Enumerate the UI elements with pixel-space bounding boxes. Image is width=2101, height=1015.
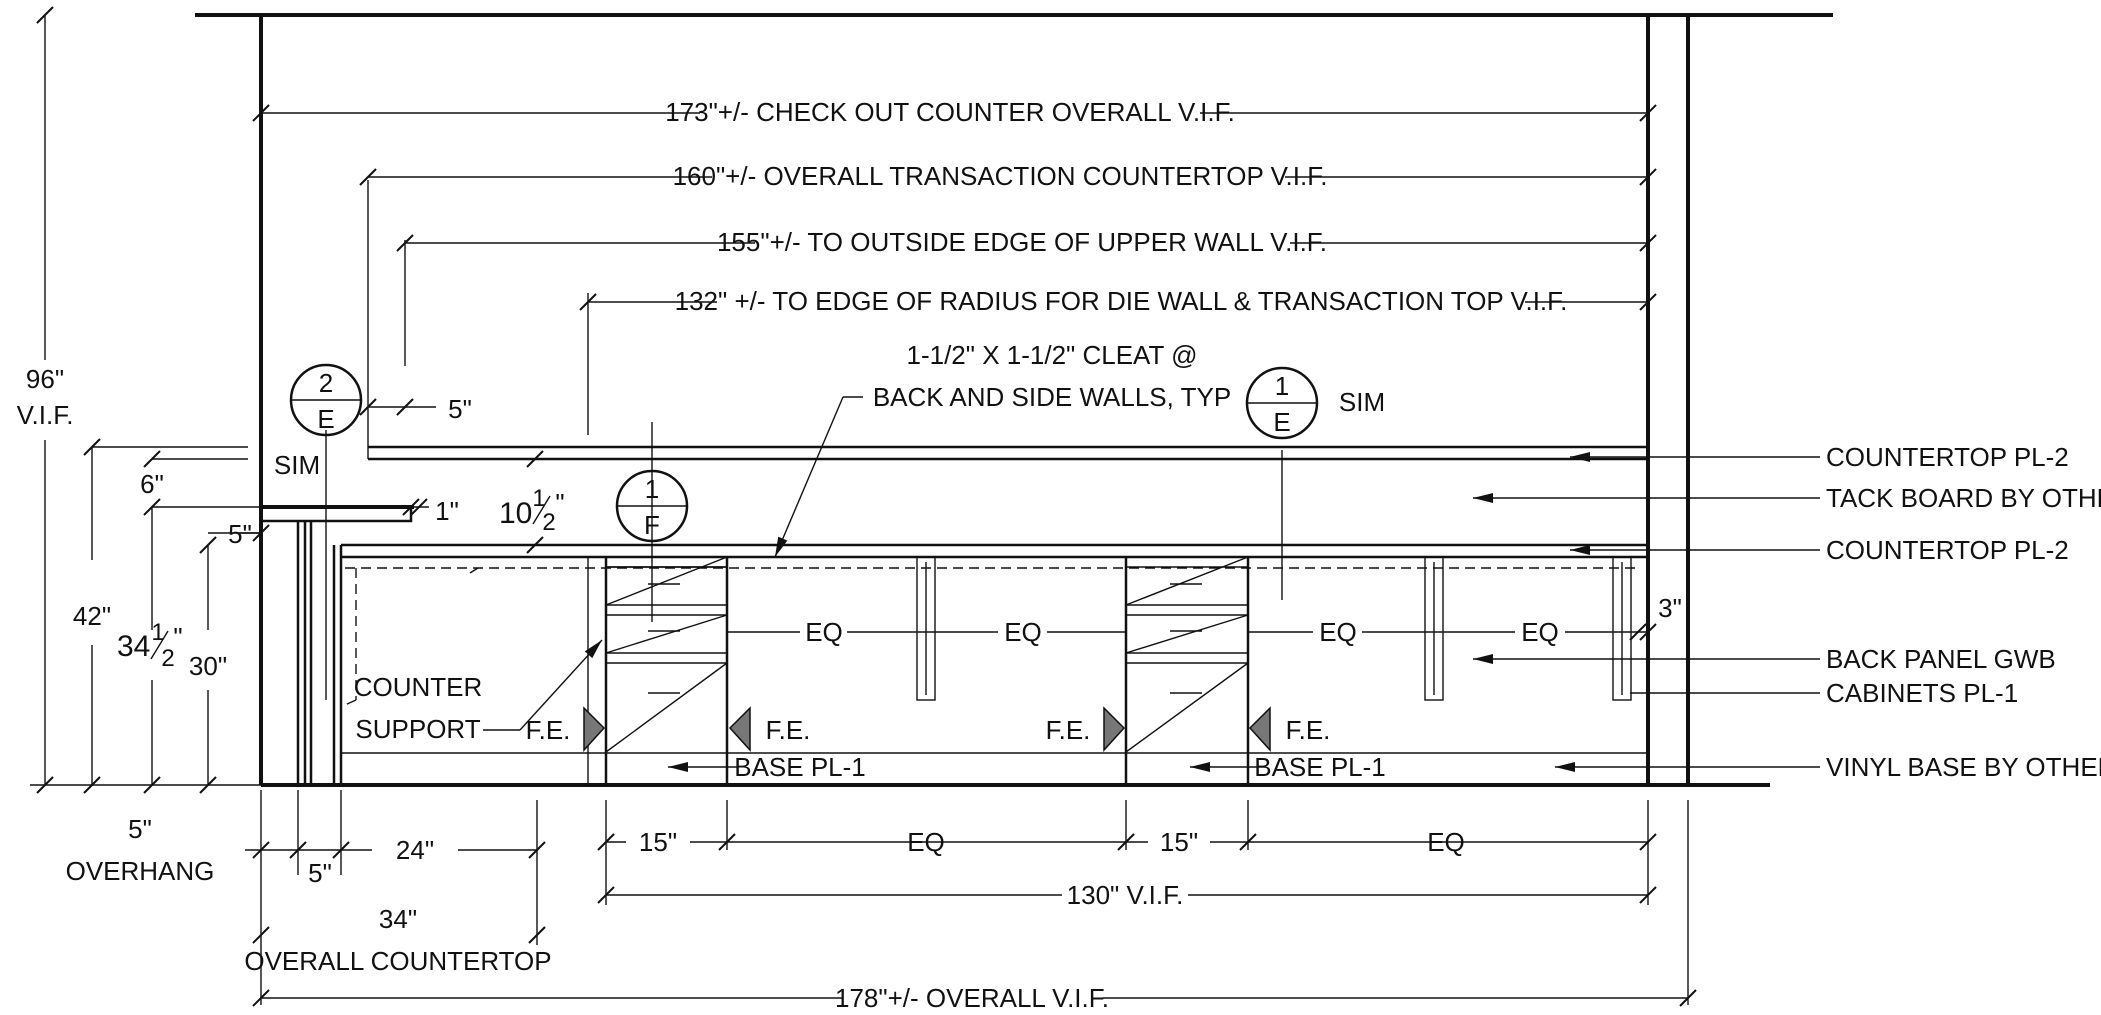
svg-text:1: 1 [1275, 371, 1289, 401]
section-callout-1-e: 1 E [1245, 366, 1319, 440]
legend-tack-board: TACK BOARD BY OTHERS [1826, 483, 2101, 513]
svg-text:E: E [317, 404, 334, 434]
left-dimension-lines [30, 6, 270, 794]
wall-structure [195, 13, 1833, 787]
section-callout-2-e: 2 E [289, 363, 363, 437]
svg-text:EQ: EQ [805, 617, 843, 647]
svg-text:EQ: EQ [1427, 827, 1465, 857]
material-legend: COUNTERTOP PL-2 TACK BOARD BY OTHERS COU… [1826, 442, 2101, 782]
svg-text:SUPPORT: SUPPORT [355, 714, 480, 744]
leader-lines [483, 396, 1820, 772]
cleat-brackets [587, 556, 1632, 786]
svg-text:15": 15" [639, 827, 677, 857]
legend-back-panel: BACK PANEL GWB [1826, 644, 2056, 674]
svg-text:BACK AND SIDE WALLS, TYP: BACK AND SIDE WALLS, TYP [873, 382, 1231, 412]
svg-text:EQ: EQ [1319, 617, 1357, 647]
svg-text:3": 3" [1658, 593, 1682, 623]
legend-cabinets: CABINETS PL-1 [1826, 678, 2018, 708]
cabinets [341, 556, 1648, 785]
svg-text:30": 30" [189, 651, 227, 681]
svg-text:42": 42" [73, 601, 111, 631]
svg-text:1: 1 [645, 474, 659, 504]
svg-text:BASE PL-1: BASE PL-1 [734, 752, 866, 782]
svg-text:178"+/- OVERALL V.I.F.: 178"+/- OVERALL V.I.F. [835, 983, 1109, 1013]
svg-text:": " [173, 622, 182, 652]
svg-text:10: 10 [499, 497, 532, 530]
countertop-small-dims [359, 398, 1647, 641]
legend-vinyl-base: VINYL BASE BY OTHERS [1826, 752, 2101, 782]
fire-extinguisher-markers [583, 706, 1271, 752]
svg-text:EQ: EQ [1521, 617, 1559, 647]
svg-text:5": 5" [128, 814, 152, 844]
svg-text:2: 2 [161, 645, 174, 672]
svg-text:96": 96" [26, 364, 64, 394]
svg-text:BASE PL-1: BASE PL-1 [1254, 752, 1386, 782]
svg-text:V.I.F.: V.I.F. [17, 400, 74, 430]
svg-text:34: 34 [117, 630, 150, 663]
svg-text:F: F [644, 510, 660, 540]
svg-text:": " [555, 488, 564, 518]
svg-text:5": 5" [228, 519, 252, 549]
svg-text:2: 2 [319, 368, 333, 398]
bottom-dimension-lines [245, 790, 1697, 1007]
svg-text:2: 2 [542, 509, 555, 536]
svg-text:OVERHANG: OVERHANG [66, 856, 215, 886]
annotation-notes: 1-1/2" X 1-1/2" CLEAT @ BACK AND SIDE WA… [274, 340, 1386, 782]
svg-text:132" +/- TO EDGE OF RADIUS FOR: 132" +/- TO EDGE OF RADIUS FOR DIE WALL … [675, 286, 1568, 316]
svg-text:173"+/- CHECK OUT COUNTER OVER: 173"+/- CHECK OUT COUNTER OVERALL V.I.F. [665, 97, 1235, 127]
svg-text:34": 34" [379, 904, 417, 934]
svg-text:1: 1 [532, 485, 545, 512]
top-dimension-lines [252, 104, 1657, 311]
eq-dimension-lines [727, 623, 1657, 641]
svg-text:1-1/2" X 1-1/2" CLEAT @: 1-1/2" X 1-1/2" CLEAT @ [906, 340, 1197, 370]
svg-text:F.E.: F.E. [1046, 715, 1091, 745]
svg-text:5": 5" [308, 858, 332, 888]
svg-text:1": 1" [435, 496, 459, 526]
dimension-labels: 96" V.I.F. 173"+/- CHECK OUT COUNTER OVE… [17, 97, 1682, 1013]
svg-text:24": 24" [396, 835, 434, 865]
svg-text:SIM: SIM [274, 450, 320, 480]
svg-text:F.E.: F.E. [526, 715, 571, 745]
svg-text:SIM: SIM [1339, 387, 1385, 417]
svg-text:130" V.I.F.: 130" V.I.F. [1067, 880, 1184, 910]
svg-text:5": 5" [448, 394, 472, 424]
svg-text:15": 15" [1160, 827, 1198, 857]
upper-countertop [367, 180, 1648, 461]
svg-text:EQ: EQ [907, 827, 945, 857]
svg-text:OVERALL COUNTERTOP: OVERALL COUNTERTOP [244, 946, 551, 976]
svg-text:1: 1 [151, 619, 164, 646]
svg-text:F.E.: F.E. [766, 715, 811, 745]
svg-text:E: E [1273, 407, 1290, 437]
lower-countertop [341, 543, 1648, 706]
svg-text:6": 6" [140, 469, 164, 499]
svg-text:COUNTER: COUNTER [354, 672, 483, 702]
svg-text:160"+/- OVERALL TRANSACTION CO: 160"+/- OVERALL TRANSACTION COUNTERTOP V… [673, 161, 1328, 191]
svg-text:155"+/- TO OUTSIDE EDGE OF UPP: 155"+/- TO OUTSIDE EDGE OF UPPER WALL V.… [717, 227, 1327, 257]
svg-text:EQ: EQ [1004, 617, 1042, 647]
svg-text:F.E.: F.E. [1286, 715, 1331, 745]
legend-countertop-lower: COUNTERTOP PL-2 [1826, 535, 2069, 565]
legend-countertop-upper: COUNTERTOP PL-2 [1826, 442, 2069, 472]
section-callout-1-f: 1 F [615, 469, 689, 543]
